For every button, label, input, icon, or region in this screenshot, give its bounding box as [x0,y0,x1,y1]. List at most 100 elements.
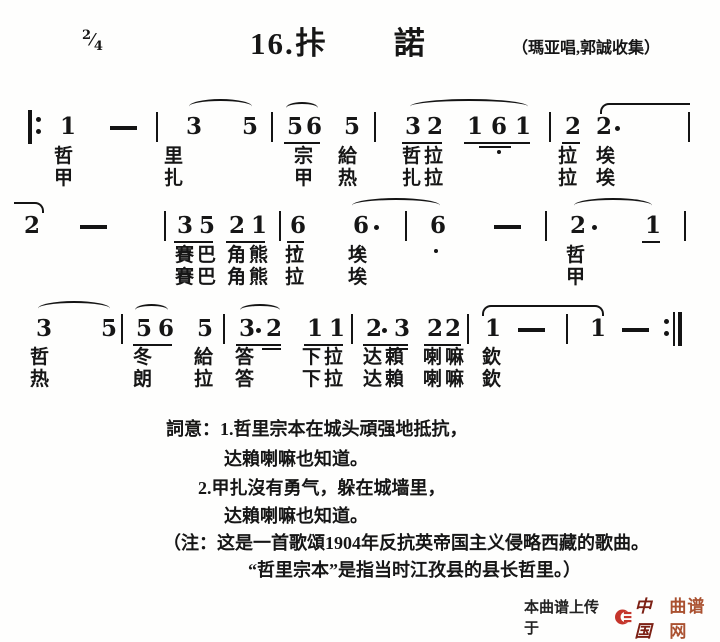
beam-underline-line-1 [479,146,511,148]
note-digit-line-3: 5 [197,315,214,342]
low-octave-dot-line-2 [294,249,298,253]
lyric-verse2-line-3: 朗 [133,369,156,390]
credits-text: （瑪亚唱,郭誠收集） [512,40,661,57]
lyric-verse1-line-2: 角熊 [227,245,272,266]
lyric-verse1-line-3: 下拉 [302,347,347,368]
lyric-verse1-line-3: 达賴 [363,347,408,368]
note-digit-line-1: 5 [344,113,361,140]
beam-underline-line-3 [424,344,461,346]
tie-line-1 [600,103,690,114]
duration-dash-line-3 [622,328,649,332]
lyric-verse2-line-1: 扎拉 [402,168,447,189]
augmentation-dot-line-3 [382,328,387,333]
note-digit-line-1: 2 [427,113,444,140]
slur-line-3 [135,304,168,316]
site-logo-text-cn: 中国 [634,597,652,641]
beam-underline-line-2 [174,241,213,243]
lyric-verse2-line-2: 甲 [566,267,589,288]
duration-dash-line-2 [80,225,107,229]
repeat-open-bar [28,110,32,144]
repeat-close-dot [664,319,669,324]
barline-line-1 [374,112,376,142]
duration-dash-line-1 [110,126,137,130]
beam-underline-line-3 [133,344,172,346]
note-digit-line-3: 3 [239,315,256,342]
lyric-verse1-line-2: 埃 [348,245,371,266]
repeat-close-dot [664,331,669,336]
lyric-verse2-line-1: 甲 [294,168,317,189]
low-octave-dot-line-2 [357,249,361,253]
barline-line-3 [351,314,353,344]
duration-dash-line-3 [518,328,545,332]
note-digit-line-2: 6 [290,212,307,239]
note-digit-line-2: 2 [24,212,41,239]
note-digit-line-2: 2 [229,212,246,239]
lyric-verse1-line-3: 欽 [482,347,505,368]
note-digit-line-3: 1 [307,315,324,342]
note-digit-line-1: 5 [287,113,304,140]
tie-line-3 [482,305,604,316]
lyric-verse1-line-3: 喇嘛 [423,347,468,368]
commentary-line: 詞意：1.哲里宗本在城头頑强地抵抗， [166,419,468,439]
slur-line-2 [574,198,652,213]
lyric-verse2-line-2: 賽巴 [175,267,220,288]
repeat-close-thin-bar [673,312,675,346]
barline-line-1 [271,112,273,142]
barline-line-3 [121,314,123,344]
note-digit-line-3: 2 [366,315,383,342]
note-digit-line-3: 5 [101,315,118,342]
footer: 本曲谱上传于 中国 曲谱网 [524,592,720,642]
lyric-verse2-line-3: 喇嘛 [423,369,468,390]
lyric-verse2-line-3: 答 [235,369,258,390]
augmentation-dot-line-2 [374,225,379,230]
footer-upload-text: 本曲谱上传于 [524,599,600,637]
note-digit-line-3: 2 [445,315,462,342]
barline-line-1 [549,112,551,142]
note-digit-line-2: 5 [199,212,216,239]
note-digit-line-1: 1 [467,113,484,140]
note-digit-line-3: 3 [394,315,411,342]
duration-dash-line-2 [494,225,521,229]
lyric-verse2-line-3: 下拉 [302,369,347,390]
lyric-verse2-line-3: 拉 [194,369,217,390]
site-logo[interactable]: 中国 曲谱网 [614,592,720,642]
note-digit-line-3: 3 [36,315,53,342]
song-title: 16.拤 諾 [250,26,427,61]
commentary-line: “哲里宗本”是指当时江孜县的县长哲里。） [248,560,581,580]
lyric-verse1-line-1: 宗 [294,146,317,167]
augmentation-dot-line-1 [615,126,620,131]
commentary-line: 2.甲扎沒有勇气，躲在城墙里， [198,478,446,498]
beam-underline-line-1 [402,142,442,144]
commentary-line: 达賴喇嘛也知道。 [224,449,368,469]
slur-line-3 [38,301,110,316]
augmentation-dot-line-2 [592,225,597,230]
tie-line-2 [14,202,44,213]
lyric-verse1-line-1: 里 [164,146,187,167]
note-digit-line-2: 1 [251,212,268,239]
slur-line-1 [286,102,318,114]
barline-line-3 [467,314,469,344]
note-digit-line-1: 5 [242,113,259,140]
slur-line-2 [352,198,440,213]
slur-line-1 [189,99,252,114]
lyric-verse1-line-1: 哲拉 [402,146,447,167]
note-digit-line-3: 1 [329,315,346,342]
lyric-verse2-line-1: 拉 [558,168,581,189]
slur-line-1 [410,99,528,114]
low-octave-dot-line-1 [497,150,501,154]
lyric-verse1-line-3: 哲 [30,347,53,368]
beam-underline-line-2 [287,241,304,243]
beam-underline-line-1 [284,142,320,144]
repeat-close-thick-bar [678,312,682,346]
note-digit-line-1: 6 [491,113,508,140]
lyric-verse1-line-2: 拉 [285,245,308,266]
barline-line-2 [545,211,547,241]
note-digit-line-3: 2 [427,315,444,342]
commentary-line: （注：这是一首歌頌1904年反抗英帝国主义侵略西藏的歌曲。 [163,533,649,553]
time-signature-denominator: 4 [93,39,103,55]
barline-line-3 [223,314,225,344]
site-logo-text-rest: 曲谱网 [669,597,706,641]
note-digit-line-2: 6 [430,212,447,239]
beam-underline-line-2 [226,241,265,243]
note-digit-line-2: 1 [645,212,662,239]
